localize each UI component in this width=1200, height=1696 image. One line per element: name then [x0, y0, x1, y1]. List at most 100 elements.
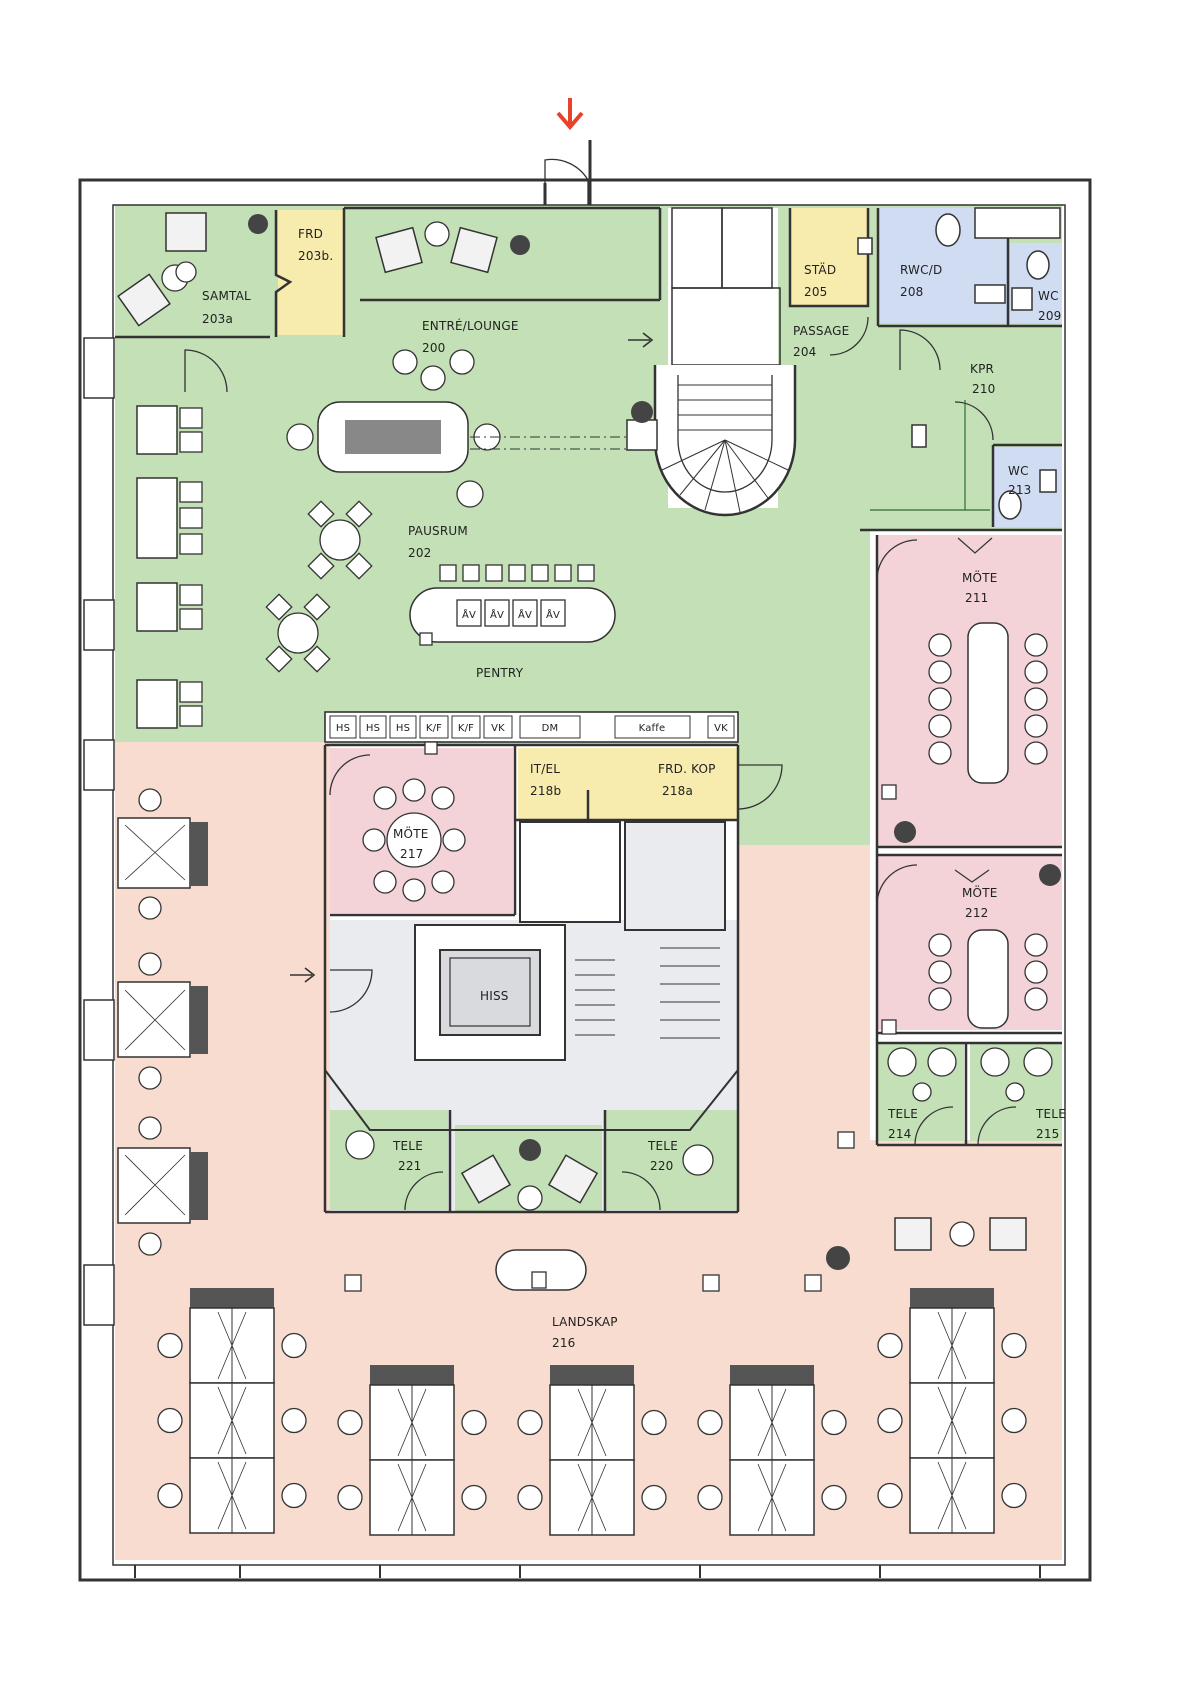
bar-stool-label: ÅV — [490, 608, 504, 621]
stool — [456, 480, 484, 508]
column — [702, 1274, 720, 1292]
cabinet — [911, 424, 927, 448]
room-name: FRD — [298, 227, 323, 241]
room-name: STÄD — [804, 262, 836, 277]
door — [899, 329, 941, 371]
room-name: KPR — [970, 362, 994, 376]
door — [876, 864, 918, 906]
bottom-mullions — [134, 1565, 1041, 1578]
room-name: HISS — [480, 989, 509, 1003]
plant-icon — [826, 1246, 850, 1270]
door — [404, 1171, 444, 1211]
plant-icon — [248, 214, 268, 234]
room-name: PENTRY — [476, 666, 524, 680]
pentry-counter: HS HS HS K/F K/F VK DM Kaffe VK — [324, 711, 739, 743]
counter-label: VK — [491, 723, 505, 734]
room-name: PAUSRUM — [408, 524, 468, 538]
frd-203b-fill — [278, 210, 344, 335]
office-chair — [461, 1484, 487, 1511]
counter-label: HS — [336, 723, 350, 734]
sofa — [136, 477, 178, 559]
sofa — [136, 405, 178, 455]
column — [881, 1019, 897, 1035]
door — [329, 754, 371, 796]
office-chair — [697, 1484, 723, 1511]
toilet-icon — [1026, 250, 1050, 280]
office-chair — [641, 1484, 667, 1511]
armchair — [450, 226, 498, 274]
bar-stool-labels: ÅV ÅV ÅV ÅV — [456, 599, 566, 627]
office-chair — [821, 1409, 847, 1436]
desk-clusters — [157, 1288, 1027, 1536]
armchair — [165, 212, 207, 252]
counter-label: DM — [542, 723, 559, 734]
bar-stool-label: ÅV — [462, 608, 476, 621]
entrance — [543, 98, 592, 205]
pausrum-furniture: ÅV ÅV ÅV ÅV HS HS HS K/F K/F VK DM Kaffe… — [136, 405, 739, 755]
office-chair — [1001, 1332, 1027, 1359]
room-number: 218a — [662, 784, 693, 798]
standing-table — [495, 1249, 587, 1291]
tele-core — [345, 1130, 714, 1211]
core — [290, 821, 739, 1131]
room-number: 210 — [972, 382, 996, 396]
meeting-chairs — [362, 778, 466, 902]
pier — [83, 599, 115, 651]
side-table — [424, 221, 450, 247]
planter-screen — [370, 1365, 454, 1385]
room-number: 208 — [900, 285, 924, 299]
sofas-left — [136, 405, 203, 729]
sink-icon — [974, 284, 1006, 304]
armchair — [989, 1217, 1027, 1251]
room-number: 216 — [552, 1336, 576, 1350]
pier — [83, 1264, 115, 1326]
round-table-2 — [265, 593, 331, 673]
office-chair — [821, 1484, 847, 1511]
counter-label: HS — [366, 723, 380, 734]
chair — [179, 584, 203, 606]
room-number: 200 — [422, 341, 446, 355]
stool — [286, 423, 314, 451]
stairwell — [626, 207, 797, 517]
room-number: 221 — [398, 1159, 422, 1173]
frdkop-218a-fill — [588, 748, 738, 821]
office-chair — [281, 1332, 307, 1359]
tele-booths-right — [837, 1047, 1053, 1149]
entrance-arrow-icon — [556, 98, 584, 131]
office-chair — [1001, 1482, 1027, 1509]
plant-icon — [894, 821, 916, 843]
stair-core — [624, 821, 726, 931]
door — [184, 349, 228, 393]
door — [329, 969, 373, 1013]
service-rooms — [829, 207, 1061, 520]
sofa — [136, 582, 178, 632]
chair — [179, 407, 203, 429]
office-chair — [337, 1409, 363, 1436]
room-name: RWC/D — [900, 263, 942, 277]
stad-205-fill — [790, 208, 868, 306]
coat-rack — [870, 400, 990, 511]
chair — [179, 533, 203, 555]
office-chair — [157, 1407, 183, 1434]
entre-lounge-furniture — [286, 221, 654, 508]
room-number: 217 — [400, 847, 424, 861]
room-name: WC — [1038, 289, 1059, 303]
room-name: LANDSKAP — [552, 1315, 618, 1329]
room-number: 209 — [1038, 309, 1062, 323]
shaft — [519, 821, 621, 923]
plant-icon — [519, 1139, 541, 1161]
counter-label: K/F — [426, 723, 442, 734]
elevator — [439, 949, 541, 1036]
column — [881, 784, 897, 800]
desk-cluster — [157, 1288, 307, 1534]
door — [621, 1171, 661, 1211]
chair — [179, 681, 203, 703]
pier — [83, 739, 115, 791]
chair — [179, 481, 203, 503]
salmon-zone — [115, 742, 1062, 1560]
meeting-chairs — [928, 633, 1048, 765]
entrance-door — [544, 158, 589, 205]
desk-cluster — [877, 1288, 1027, 1534]
room-number: 203a — [202, 312, 233, 326]
